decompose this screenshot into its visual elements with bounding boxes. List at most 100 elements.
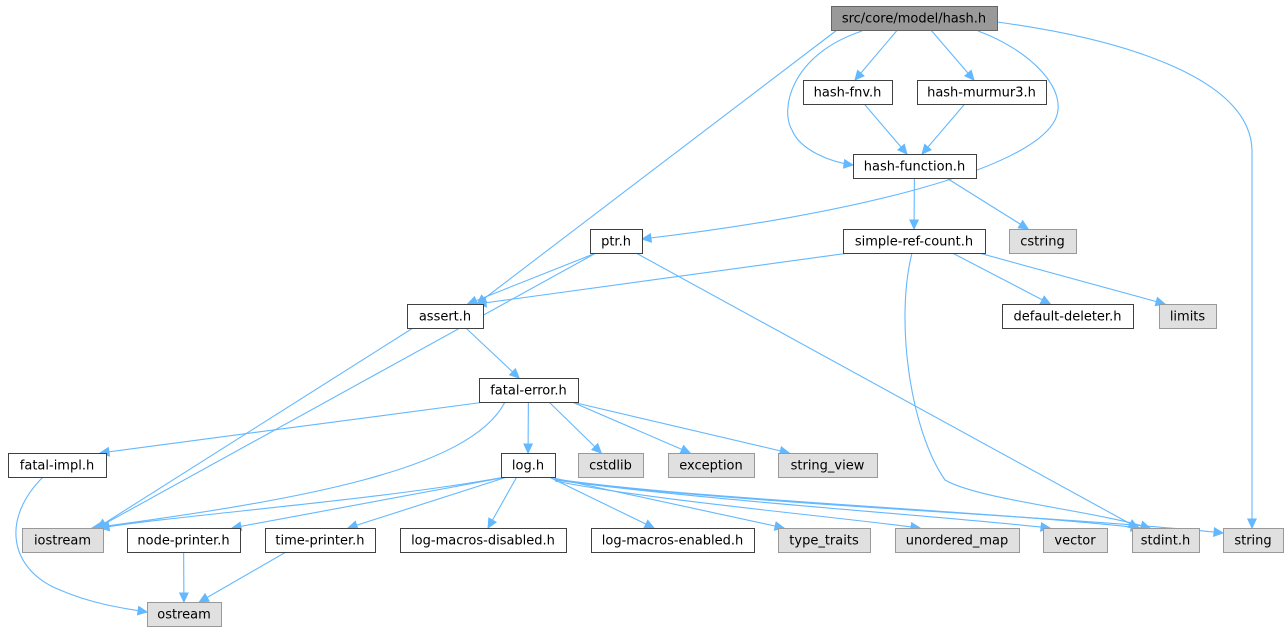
node-time-printer[interactable]: time-printer.h: [265, 528, 376, 553]
node-box: [778, 453, 878, 478]
node-fatal-error[interactable]: fatal-error.h: [479, 378, 579, 403]
node-label: type_traits: [789, 534, 859, 549]
edge-hash_fnv-to-hash_function: [863, 103, 908, 155]
edge-line: [904, 252, 1151, 529]
node-label: default-deleter.h: [1014, 310, 1122, 325]
node-box: [501, 453, 556, 478]
edge-assert-to-fatal_error: [465, 327, 520, 379]
edge-simple_ref_count-to-default_deleter: [952, 252, 1052, 305]
arrowhead: [508, 367, 520, 379]
edge-fatal_error-to-fatal_impl: [98, 401, 486, 457]
edge-fatal_error-to-log: [523, 401, 534, 455]
arrowhead: [198, 592, 211, 603]
node-log-macros-enabled[interactable]: log-macros-enabled.h: [591, 528, 755, 553]
edge-line: [952, 252, 1051, 305]
arrowhead: [1213, 527, 1225, 537]
node-log[interactable]: log.h: [501, 453, 556, 478]
node-label: ptr.h: [601, 235, 631, 250]
edge-line: [996, 21, 1253, 528]
node-label: hash-fnv.h: [814, 86, 882, 101]
arrowhead: [466, 295, 479, 306]
node-label: fatal-impl.h: [20, 459, 94, 474]
edge-line: [787, 30, 863, 166]
node-hash-fnv[interactable]: hash-fnv.h: [803, 80, 893, 105]
edge-line: [465, 327, 520, 379]
arrowhead: [590, 442, 603, 454]
edge-hash_function-to-cstring: [946, 177, 1030, 230]
node-fatal-impl[interactable]: fatal-impl.h: [8, 453, 107, 478]
node-box: [1159, 304, 1217, 329]
node-box: [853, 154, 977, 179]
node-log-macros-disabled[interactable]: log-macros-disabled.h: [400, 528, 567, 553]
edge-log-to-node_printer: [230, 476, 508, 532]
node-exception: exception: [668, 453, 755, 478]
node-stdint: stdint.h: [1132, 528, 1200, 553]
edge-line: [554, 479, 1224, 534]
node-label: limits: [1170, 310, 1206, 325]
edge-line: [99, 476, 506, 529]
node-ostream: ostream: [147, 602, 222, 627]
arrowhead: [1247, 518, 1257, 530]
edge-node_printer-to-ostream: [178, 551, 189, 604]
arrowhead: [1039, 295, 1052, 305]
edge-log-to-iostream: [98, 476, 506, 532]
node-string: string: [1223, 528, 1284, 553]
node-vector: vector: [1043, 528, 1108, 553]
edge-line: [571, 401, 691, 454]
node-box: [668, 453, 755, 478]
edge-fatal_error-to-iostream: [90, 401, 506, 532]
nodes-layer: src/core/model/hash.h hash-fnv.h hash-murm…: [8, 6, 1284, 627]
node-iostream: iostream: [22, 528, 104, 553]
edge-hash_h-to-hash_fnv: [854, 29, 898, 81]
edge-line: [554, 480, 921, 529]
arrowhead: [1017, 219, 1030, 230]
node-label: assert.h: [419, 310, 471, 325]
node-label: log.h: [512, 459, 544, 474]
edge-assert-to-iostream: [96, 327, 414, 529]
edge-line: [467, 252, 597, 305]
node-box: [407, 304, 484, 329]
edge-simple_ref_count-to-limits: [978, 252, 1167, 307]
edge-line: [946, 177, 1029, 230]
node-hash-h[interactable]: src/core/model/hash.h: [831, 6, 998, 31]
node-simple-ref-count[interactable]: simple-ref-count.h: [843, 229, 986, 254]
edge-fatal_error-to-cstdlib: [548, 401, 603, 454]
edge-line: [96, 327, 414, 529]
node-box: [917, 80, 1047, 105]
edge-line: [476, 252, 850, 305]
node-node-printer[interactable]: node-printer.h: [127, 528, 241, 553]
arrowhead: [842, 158, 855, 169]
node-hash-murmur3[interactable]: hash-murmur3.h: [917, 80, 1047, 105]
edge-log-to-time_printer: [346, 476, 508, 530]
edge-line: [554, 479, 1051, 529]
edge-line: [930, 29, 975, 81]
node-ptr[interactable]: ptr.h: [590, 229, 643, 254]
edge-line: [476, 29, 838, 305]
node-assert[interactable]: assert.h: [407, 304, 484, 329]
arrowhead: [963, 69, 975, 81]
node-label: hash-murmur3.h: [927, 86, 1036, 101]
edge-fatal_error-to-exception: [571, 401, 692, 454]
node-hash-function[interactable]: hash-function.h: [853, 154, 977, 179]
edge-log-to-log_macros_enabled: [548, 476, 656, 529]
arrowhead: [136, 605, 149, 616]
node-box: [831, 6, 998, 31]
edge-line: [487, 476, 518, 529]
node-label: exception: [679, 459, 743, 474]
node-box: [8, 453, 107, 478]
edge-hash_h-to-hash_function: [787, 30, 863, 169]
edge-hash_murmur3-to-hash_function: [921, 103, 966, 155]
arrowhead: [523, 443, 534, 455]
node-box: [590, 229, 643, 254]
node-box: [578, 453, 644, 478]
node-box: [1043, 528, 1108, 553]
edge-hash_h-to-ptr: [640, 30, 1059, 243]
node-box: [479, 378, 579, 403]
edge-line: [91, 401, 506, 529]
node-label: node-printer.h: [137, 534, 229, 549]
node-default-deleter[interactable]: default-deleter.h: [1002, 304, 1134, 329]
edge-line: [99, 401, 486, 454]
node-box: [400, 528, 567, 553]
node-box: [778, 528, 871, 553]
node-label: iostream: [34, 534, 91, 549]
